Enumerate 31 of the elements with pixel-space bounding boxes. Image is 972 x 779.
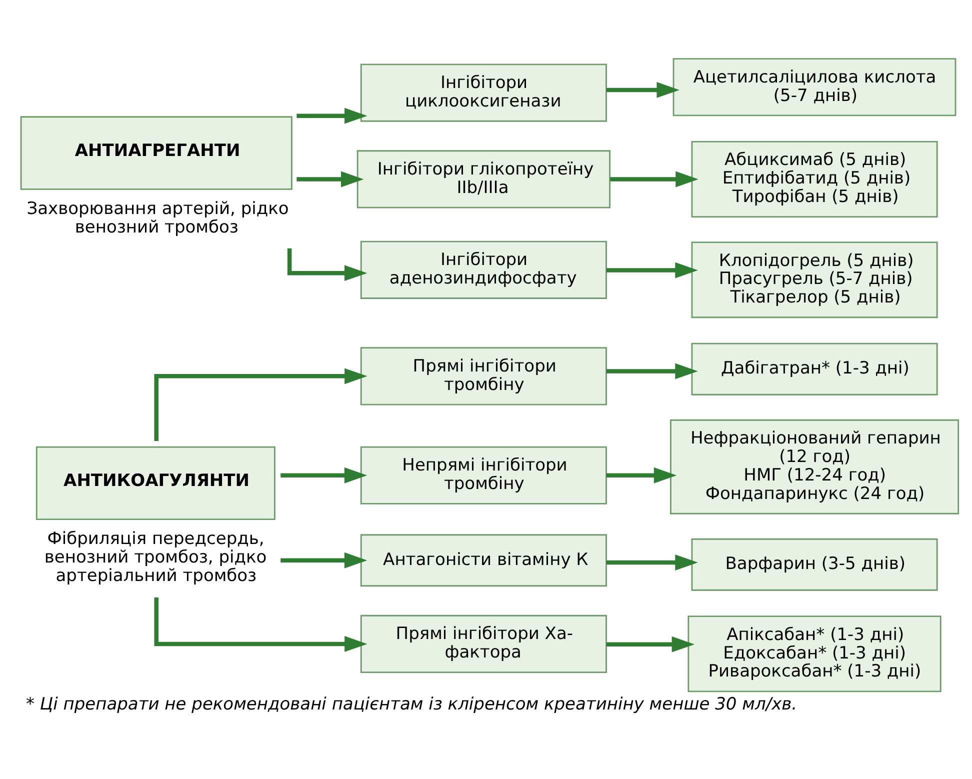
node-label: Захворювання артерій, рідко венозний тромбоз: [26, 198, 288, 238]
node-box: Інгібітори глікопротеїну IIb/IIIa: [356, 150, 610, 208]
node-box: Антагоністи вітаміну К: [360, 534, 606, 586]
arrow: [286, 248, 367, 281]
arrow: [296, 170, 364, 187]
node-box: Прямі інгібітори Ха-фактора: [360, 614, 606, 673]
node-box: Інгібітори аденозиндифосфату: [360, 240, 606, 298]
caption: * Ці препарати не рекомендовані пацієнтам із кліренсом креатиніну менше 30 мл/хв.: [26, 694, 797, 714]
node-box: Інгібітори циклооксигенази: [360, 63, 606, 122]
arrow: [606, 262, 698, 278]
node-box: Непрямі інгібітори тромбіну: [360, 446, 606, 504]
arrow: [154, 368, 367, 441]
node-box: Апіксабан* (1-3 дні) Едоксабан* (1-3 дні) Ривароксабан* (1-3 дні): [687, 615, 941, 692]
arrow: [296, 107, 367, 124]
arrow: [606, 466, 676, 483]
arrow: [280, 466, 367, 483]
node-box: Прямі інгібітори тромбіну: [360, 346, 606, 405]
node-box: Нефракціонований гепарин (12 год) НМГ (12-24 год) Фондапаринукс (24 год): [670, 418, 959, 514]
arrow: [606, 636, 694, 652]
node-box: Ацетилсаліцилова кислота (5-7 днів): [672, 58, 956, 116]
arrow: [606, 554, 698, 570]
node-box: Клопідогрель (5 днів) Прасугрель (5-7 днів) Тікагрелор (5 днів): [690, 241, 938, 318]
node-label: Фібриляція передсердь, венозний тромбоз, рідко артеріальний тромбоз: [44, 528, 266, 586]
arrow: [606, 362, 698, 379]
arrow: [610, 170, 698, 187]
arrow: [606, 82, 679, 98]
node-box: Дабігатран* (1-3 дні): [690, 342, 938, 395]
node-box: Варфарин (3-5 днів): [690, 538, 938, 590]
node-box: Абциксимаб (5 днів) Ептифібатид (5 днів) Тирофібан (5 днів): [690, 140, 938, 217]
arrow: [280, 552, 367, 568]
arrow: [154, 597, 367, 652]
